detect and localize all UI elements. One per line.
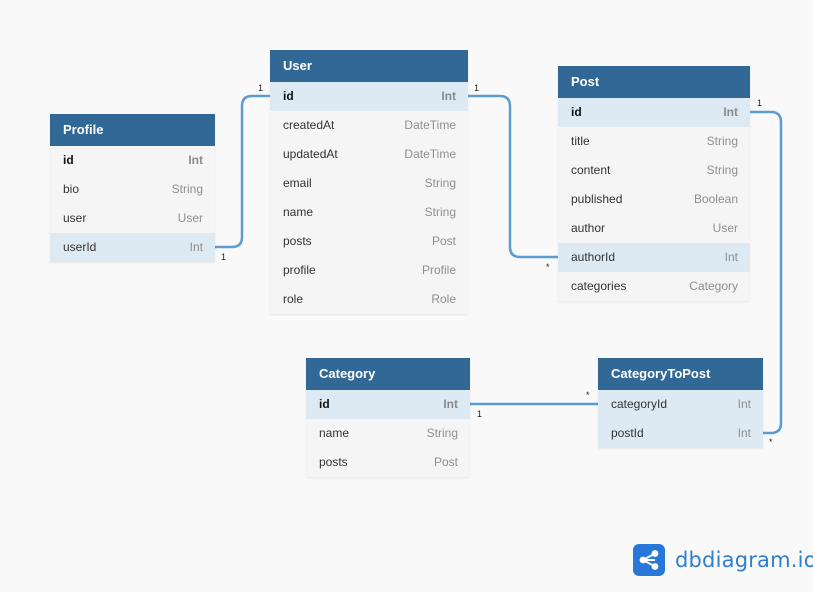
field-name: userId — [63, 240, 97, 254]
field-type: User — [177, 211, 203, 225]
cardinality-label: * — [546, 262, 550, 272]
table-header[interactable]: User — [270, 50, 468, 82]
field-row-createdat[interactable]: createdAt DateTime — [270, 111, 468, 140]
field-row-id[interactable]: id Int — [306, 390, 470, 419]
cardinality-label: * — [769, 437, 773, 447]
field-row-categories[interactable]: categories Category — [558, 272, 750, 301]
field-type: Role — [431, 292, 456, 306]
cardinality-label: 1 — [258, 83, 264, 93]
field-name: published — [571, 192, 623, 206]
field-name: id — [571, 105, 582, 119]
cardinality-label: * — [586, 390, 590, 400]
field-type: Int — [737, 397, 751, 411]
field-type: String — [426, 426, 458, 440]
field-name: bio — [63, 182, 80, 196]
field-type: String — [706, 134, 738, 148]
field-name: posts — [283, 234, 312, 248]
field-name: createdAt — [283, 118, 335, 132]
field-row-user[interactable]: user User — [50, 204, 215, 233]
field-type: Int — [724, 250, 738, 264]
field-type: Category — [689, 279, 738, 293]
field-name: postId — [611, 426, 644, 440]
field-type: DateTime — [404, 147, 456, 161]
field-row-updatedat[interactable]: updatedAt DateTime — [270, 140, 468, 169]
field-type: User — [712, 221, 738, 235]
field-row-name[interactable]: name String — [306, 419, 470, 448]
field-row-categoryid[interactable]: categoryId Int — [598, 390, 763, 419]
relationship-line[interactable] — [750, 110, 783, 435]
field-row-userid[interactable]: userId Int — [50, 233, 215, 262]
field-type: DateTime — [404, 118, 456, 132]
field-row-content[interactable]: content String — [558, 156, 750, 185]
field-type: String — [706, 163, 738, 177]
field-row-name[interactable]: name String — [270, 198, 468, 227]
field-name: user — [63, 211, 87, 225]
field-type: Profile — [421, 263, 456, 277]
field-type: Int — [441, 89, 456, 103]
field-name: categoryId — [611, 397, 668, 411]
field-name: updatedAt — [283, 147, 338, 161]
field-name: profile — [283, 263, 316, 277]
relationship-line[interactable] — [468, 94, 558, 259]
field-name: id — [319, 397, 330, 411]
cardinality-label: 1 — [474, 83, 480, 93]
field-type: String — [424, 176, 456, 190]
field-name: authorId — [571, 250, 616, 264]
share-nodes-icon — [633, 544, 665, 576]
field-row-posts[interactable]: posts Post — [306, 448, 470, 477]
field-type: Post — [433, 455, 458, 469]
field-row-author[interactable]: author User — [558, 214, 750, 243]
field-row-id[interactable]: id Int — [50, 146, 215, 175]
field-type: Int — [189, 240, 203, 254]
field-type: Post — [431, 234, 456, 248]
field-name: role — [283, 292, 304, 306]
field-type: Int — [443, 397, 458, 411]
table-header[interactable]: Profile — [50, 114, 215, 146]
field-row-id[interactable]: id Int — [558, 98, 750, 127]
field-row-postid[interactable]: postId Int — [598, 419, 763, 448]
field-name: email — [283, 176, 312, 190]
field-name: author — [571, 221, 606, 235]
table-header[interactable]: CategoryToPost — [598, 358, 763, 390]
field-row-id[interactable]: id Int — [270, 82, 468, 111]
cardinality-label: 1 — [477, 409, 483, 419]
field-name: title — [571, 134, 590, 148]
field-row-bio[interactable]: bio String — [50, 175, 215, 204]
field-name: categories — [571, 279, 627, 293]
cardinality-label: 1 — [221, 252, 227, 262]
field-type: Int — [737, 426, 751, 440]
table-header[interactable]: Category — [306, 358, 470, 390]
field-row-published[interactable]: published Boolean — [558, 185, 750, 214]
relationship-line[interactable] — [215, 94, 270, 249]
brand-logo[interactable]: dbdiagram.io — [633, 544, 813, 576]
field-name: id — [283, 89, 294, 103]
field-type: Boolean — [693, 192, 738, 206]
field-row-title[interactable]: title String — [558, 127, 750, 156]
field-name: posts — [319, 455, 348, 469]
table-header[interactable]: Post — [558, 66, 750, 98]
field-row-posts[interactable]: posts Post — [270, 227, 468, 256]
field-row-profile[interactable]: profile Profile — [270, 256, 468, 285]
field-type: String — [424, 205, 456, 219]
field-name: id — [63, 153, 74, 167]
field-name: name — [283, 205, 314, 219]
field-name: content — [571, 163, 611, 177]
field-type: String — [171, 182, 203, 196]
brand-name: dbdiagram.io — [675, 548, 813, 572]
field-type: Int — [723, 105, 738, 119]
field-row-authorid[interactable]: authorId Int — [558, 243, 750, 272]
field-name: name — [319, 426, 350, 440]
table-category[interactable]: Category id Int name String posts Post — [306, 358, 470, 477]
field-type: Int — [188, 153, 203, 167]
field-row-role[interactable]: role Role — [270, 285, 468, 314]
field-row-email[interactable]: email String — [270, 169, 468, 198]
cardinality-label: 1 — [757, 98, 763, 108]
